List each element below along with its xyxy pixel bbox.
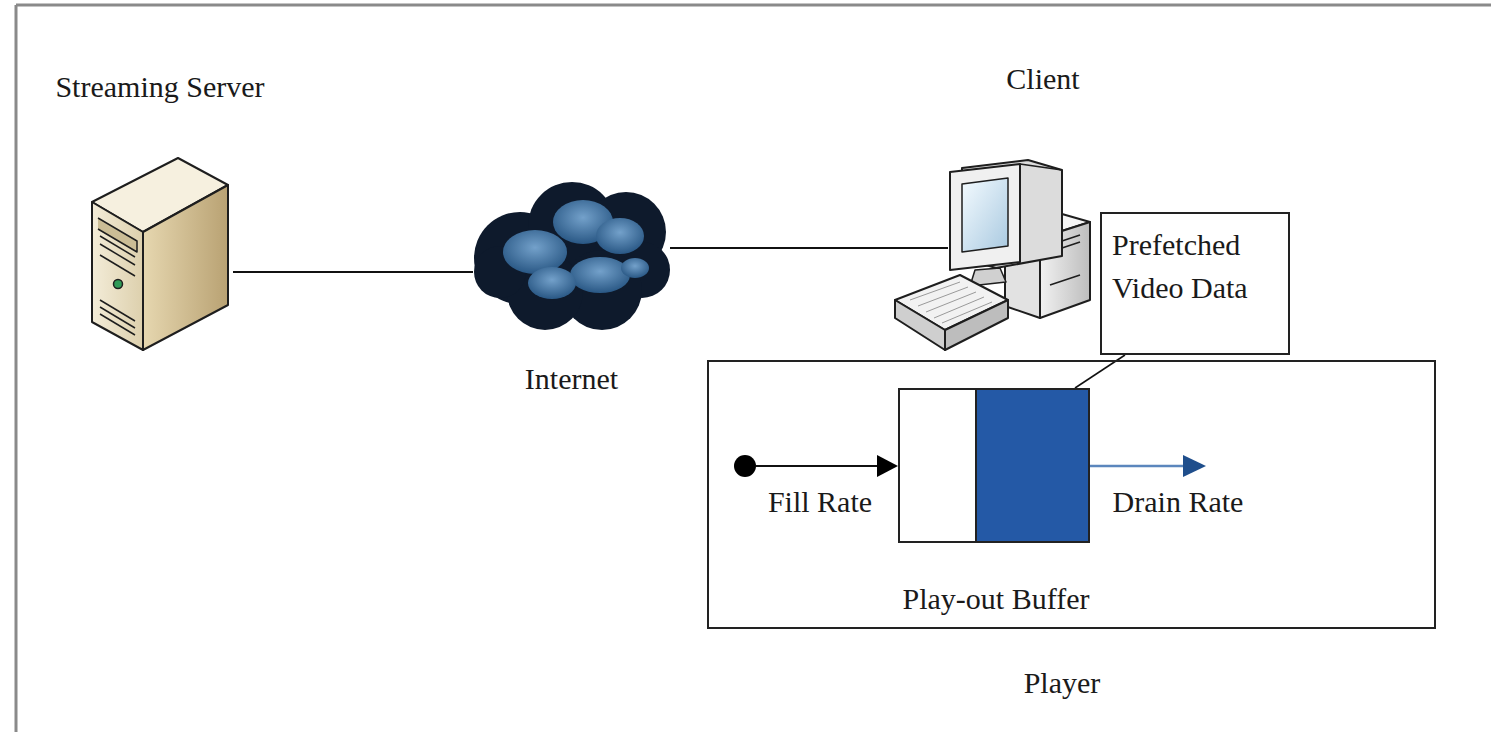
network-link — [670, 247, 948, 249]
internet-node: Internet — [473, 182, 670, 332]
fill-rate-arrow-part — [734, 455, 756, 477]
drain-rate-arrow-part — [1090, 465, 1186, 468]
server-icon-part — [143, 185, 228, 350]
internet-cloud-part-part — [621, 258, 649, 278]
drain-rate-arrow-part — [1183, 455, 1206, 477]
internet-cloud-part — [474, 182, 670, 330]
internet-cloud-part — [503, 200, 649, 299]
page-frame-part — [15, 5, 18, 732]
node-label: Internet — [453, 358, 690, 401]
fill-rate-arrow — [734, 455, 898, 477]
client-computer-part — [910, 282, 992, 323]
fill-rate-label: Fill Rate — [768, 484, 872, 520]
drain-rate-arrow — [1090, 455, 1206, 477]
page-frame — [16, 5, 1491, 732]
internet-cloud-part-part — [503, 230, 567, 274]
server-node: Streaming Server — [88, 158, 233, 353]
page-frame-part — [16, 4, 1491, 7]
node-label: Client — [943, 58, 1143, 101]
playout-buffer: Play-out Buffer — [898, 388, 1090, 543]
node-label: Play-out Buffer — [870, 578, 1122, 621]
internet-cloud-part-part — [570, 257, 630, 293]
node-label: Prefetched Video Data — [1112, 224, 1278, 310]
client-computer-part — [1020, 164, 1062, 170]
node-label: Player — [962, 662, 1162, 705]
server-icon-part — [100, 255, 135, 276]
server-icon-part — [92, 202, 143, 350]
client-computer-part-part — [918, 287, 968, 306]
fill-rate-arrow-part — [756, 465, 880, 467]
client-computer-part-part — [934, 297, 984, 318]
server-icon-part — [100, 314, 135, 335]
internet-cloud-part-part — [596, 218, 644, 254]
client-computer-part-part — [942, 302, 992, 323]
network-link — [233, 271, 473, 273]
internet-cloud-part-part — [528, 267, 576, 299]
server-icon-part — [114, 280, 123, 289]
callout-box: Prefetched Video Data — [1100, 212, 1290, 355]
client-node: Client — [948, 155, 1090, 355]
fill-rate-arrow-part — [877, 455, 898, 477]
server-icon — [92, 158, 228, 350]
client-computer-part — [962, 178, 1008, 252]
node-label: Streaming Server — [40, 66, 280, 109]
drain-rate-label: Drain Rate — [1113, 484, 1244, 520]
client-computer-part-part — [926, 292, 976, 312]
client-computer-part — [1050, 275, 1080, 285]
client-computer-part-part — [910, 282, 960, 300]
client-computer-part — [950, 164, 1020, 270]
server-icon-part — [100, 244, 135, 265]
internet-cloud — [474, 182, 670, 330]
client-computer-part — [945, 300, 1008, 350]
prefetched-fill — [975, 390, 1088, 541]
client-computer — [895, 160, 1090, 350]
